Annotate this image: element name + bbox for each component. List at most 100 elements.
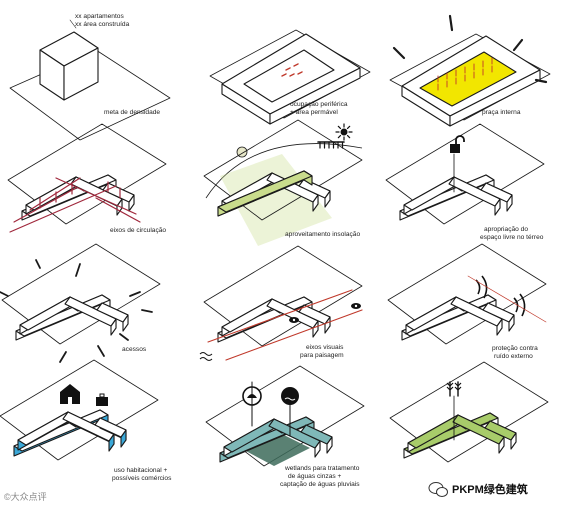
top-bar: [266, 298, 319, 338]
block-top: [96, 302, 129, 323]
icon-wave: [284, 397, 296, 401]
panels-layer: [0, 14, 551, 467]
small-block: [482, 302, 515, 332]
panel-insolation: [203, 119, 363, 246]
small-block: [94, 417, 127, 448]
caption-wetlands-1: wetlands para tratamento: [284, 465, 360, 472]
access-ray: [35, 259, 41, 269]
small-block: [300, 424, 333, 454]
panel-visual: [199, 245, 363, 361]
lit-bar: [217, 170, 313, 217]
eye-icon: [351, 303, 361, 309]
block-top: [94, 417, 127, 438]
panel-wetlands: [205, 365, 365, 467]
panel-density: [9, 19, 171, 141]
watermark-right: PKPM绿色建筑: [452, 482, 528, 496]
eye-pupil: [292, 318, 296, 322]
caption-peripheral-2: + área permável: [290, 109, 338, 116]
access-ray: [141, 309, 153, 313]
leader-line: [69, 19, 77, 29]
caption-ground-1: apropriação do: [484, 226, 528, 233]
density-annotation-1: xx apartamentos: [75, 13, 124, 20]
sun-ray: [337, 125, 342, 130]
plant-icon: [446, 381, 462, 397]
caption-noise-2: ruído externo: [494, 353, 533, 360]
access-ray: [0, 291, 9, 297]
access-ray: [59, 351, 67, 363]
sun-rays: [220, 154, 332, 246]
caption-use-2: possíveis comércios: [112, 475, 172, 482]
noise-axis: [467, 275, 547, 323]
lock-shackle: [455, 135, 465, 144]
caption-peripheral-1: ocupação periférica: [290, 101, 348, 108]
cube-right: [63, 47, 99, 101]
permeable-mark: [293, 63, 299, 67]
block-top: [482, 302, 515, 323]
plaza-fill: [419, 51, 517, 107]
permeable-mark: [297, 71, 303, 75]
sun-core: [340, 128, 348, 136]
leaf: [446, 382, 454, 391]
ray: [448, 14, 454, 32]
permeable-mark: [289, 73, 295, 77]
block-top: [484, 420, 517, 441]
circulation-arrow: [55, 177, 137, 215]
caption-use-1: uso habitacional +: [114, 467, 167, 474]
ring-side-2: [269, 67, 361, 125]
ray: [534, 78, 548, 84]
block-top: [217, 170, 313, 213]
panel-green: [389, 361, 549, 463]
caption-circulation: eixos de circulação: [110, 227, 166, 234]
caption-plaza: praça interna: [482, 109, 521, 116]
ray: [512, 38, 524, 52]
briefcase-body: [96, 397, 108, 406]
caption-ground-2: espaço livre no térreo: [480, 234, 544, 241]
block-top: [300, 424, 333, 445]
rain-collection-icon: [242, 381, 262, 427]
caption-visual-2: para paisagem: [300, 352, 344, 359]
ray: [392, 46, 406, 60]
access-ray: [75, 263, 81, 277]
small-block: [480, 182, 513, 212]
water-treatment-icon: [281, 387, 299, 437]
briefcase-handle: [99, 393, 105, 398]
panel-use: [0, 359, 159, 461]
watermark-left: ©大众点评: [4, 491, 47, 502]
block-top: [480, 182, 513, 203]
house-icon: [60, 384, 80, 404]
visual-axis: [225, 309, 363, 361]
block-top: [298, 178, 331, 199]
caption-wetlands-2: de águas cinzas +: [288, 473, 341, 480]
sun-ray: [346, 125, 351, 130]
wechat-icon: [428, 482, 448, 497]
access-ray: [129, 291, 141, 297]
access-ray: [119, 333, 129, 341]
noise-waves-icon: [475, 275, 488, 299]
caption-access: acessos: [122, 346, 147, 353]
circulation-arrow: [9, 185, 117, 233]
briefcase-icon: [96, 393, 108, 406]
watermarks: ©大众点评 PKPM绿色建筑: [4, 482, 528, 502]
circulation-arrow: [13, 187, 77, 223]
top-bar: [450, 296, 503, 336]
caption-wetlands-3: captação de águas pluviais: [280, 481, 360, 488]
noise-waves-icon: [513, 293, 526, 317]
sun-ray: [346, 134, 351, 139]
ring-inner: [243, 49, 335, 103]
small-block: [96, 302, 129, 332]
wave: [199, 352, 213, 361]
eye-pupil: [354, 304, 358, 308]
panel-noise: [387, 243, 547, 345]
leaf: [454, 382, 462, 391]
solar-panel-icon: [317, 141, 345, 149]
panel-circulation: [7, 123, 167, 233]
circulation-arrow: [95, 197, 141, 223]
house-door: [68, 397, 72, 404]
water-icon: [199, 352, 213, 361]
caption-density: meta de densidade: [104, 109, 160, 116]
house-shape: [60, 384, 80, 404]
permeable-mark: [281, 73, 287, 77]
caption-noise-1: proteção contra: [492, 345, 538, 352]
density-annotation-2: xx área construída: [75, 21, 130, 28]
